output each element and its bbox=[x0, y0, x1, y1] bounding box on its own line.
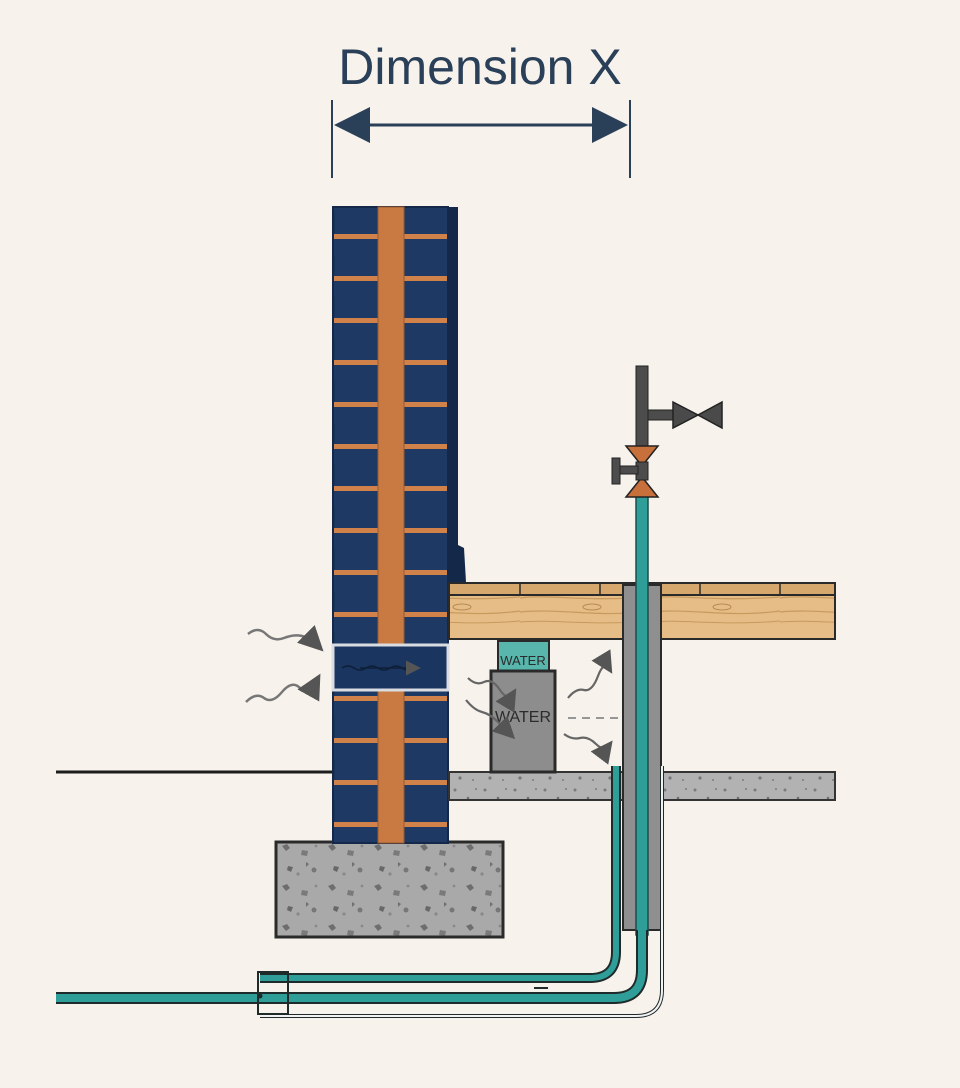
concrete-footing bbox=[274, 840, 505, 939]
underground-pipes bbox=[56, 766, 664, 1018]
water-tank: WATER WATER bbox=[489, 640, 557, 774]
water-tank-top-label: WATER bbox=[500, 653, 546, 668]
diagram-title: Dimension X bbox=[338, 39, 621, 95]
crawlspace-airflow bbox=[465, 649, 620, 765]
foundation-vent bbox=[331, 643, 450, 692]
gate-valve-icon bbox=[611, 365, 723, 498]
pipe-sleeve bbox=[622, 494, 662, 936]
water-tank-main-label: WATER bbox=[495, 709, 551, 726]
wavy-arrow-icon bbox=[245, 625, 324, 703]
brick-wall bbox=[332, 206, 466, 844]
dimension-line bbox=[331, 100, 631, 178]
